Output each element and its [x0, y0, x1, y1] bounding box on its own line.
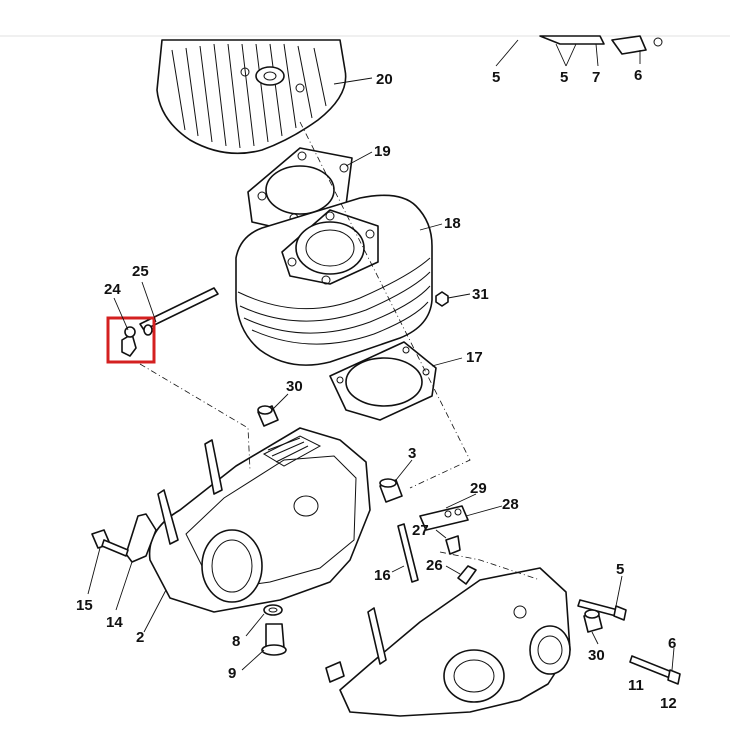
callout-30-right: 30	[588, 647, 605, 664]
pin-29-28	[419, 505, 469, 531]
bolt-6-right	[629, 655, 681, 685]
callout-9: 9	[228, 665, 236, 682]
elbow-fitting	[121, 324, 153, 357]
callout-20: 20	[376, 71, 393, 88]
top-right-partial-parts	[539, 35, 663, 55]
callout-29: 29	[470, 480, 487, 497]
small-bolt-27	[445, 535, 461, 555]
callout-28: 28	[502, 496, 519, 513]
callout-31: 31	[472, 286, 489, 303]
callout-3: 3	[408, 445, 416, 462]
callout-25: 25	[132, 263, 149, 280]
bolt-5-right	[577, 599, 627, 621]
callout-12: 12	[660, 695, 677, 712]
callout-27: 27	[412, 522, 429, 539]
callout-30-top: 30	[286, 378, 303, 395]
callout-14: 14	[106, 614, 123, 631]
callout-11: 11	[628, 677, 644, 694]
callout-6-top: 6	[634, 67, 642, 84]
callout-8: 8	[232, 633, 240, 650]
callout-2: 2	[136, 629, 144, 646]
callout-5-top-b: 5	[560, 69, 568, 86]
callout-5-top-a: 5	[492, 69, 500, 86]
drain-plug-9	[261, 623, 287, 656]
dowel-pin-3	[379, 478, 403, 503]
callout-15: 15	[76, 597, 93, 614]
dowel-30-right	[583, 609, 603, 633]
callout-26: 26	[426, 557, 443, 574]
callout-7: 7	[592, 69, 600, 86]
leader-lines	[87, 39, 675, 671]
callout-19: 19	[374, 143, 391, 160]
cylinder-nut	[435, 291, 449, 307]
callout-24: 24	[104, 281, 121, 298]
washer-8	[263, 604, 283, 616]
callout-6-right: 6	[668, 635, 676, 652]
base-gasket	[329, 341, 437, 421]
cylinder-head	[156, 39, 347, 155]
callout-17: 17	[466, 349, 483, 366]
bolt-15	[91, 529, 129, 557]
bracket-26	[457, 565, 477, 585]
callout-5-right: 5	[616, 561, 624, 578]
dowel-pin-30-top	[257, 405, 279, 427]
stud-16	[397, 523, 419, 583]
callout-18: 18	[444, 215, 461, 232]
callout-labels: 20 19 18 31 17 25 24 30 3 29 28 27 26 16…	[76, 67, 677, 712]
assembly-lines	[139, 121, 541, 581]
callout-16: 16	[374, 567, 391, 584]
long-stud-bolt	[139, 287, 219, 331]
left-crankcase	[148, 427, 371, 613]
right-crankcase	[325, 567, 571, 717]
highlight-box-24	[106, 316, 156, 364]
